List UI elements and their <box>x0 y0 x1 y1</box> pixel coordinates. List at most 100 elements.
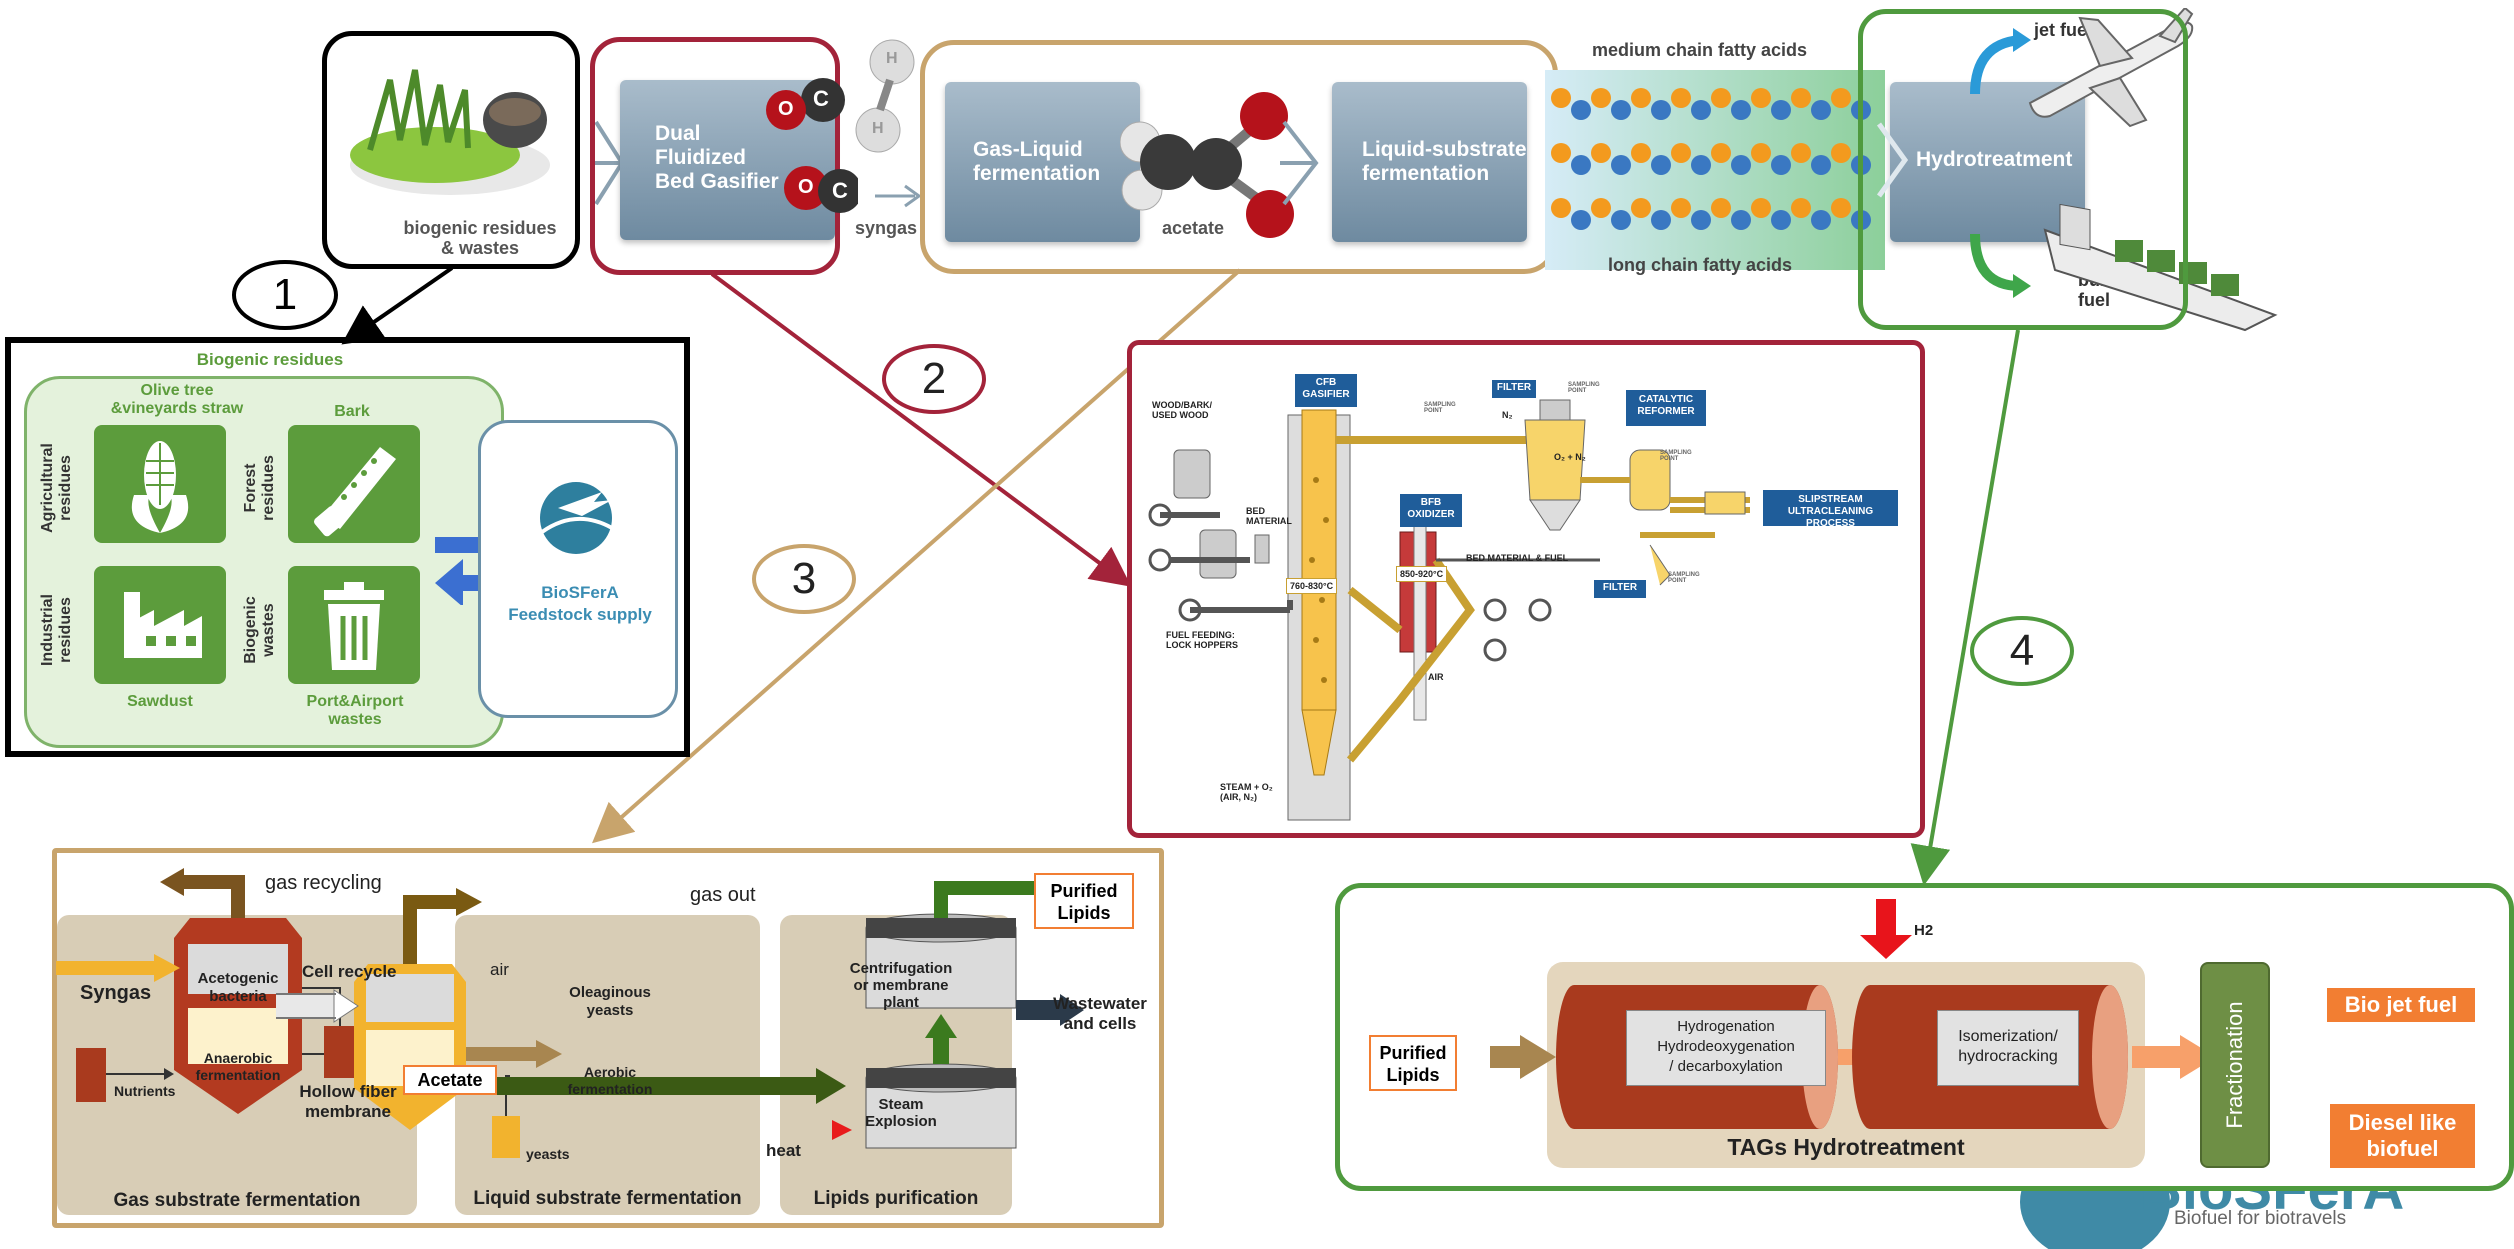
callout-4-text: 4 <box>2009 626 2035 675</box>
gasifier-label: Dual Fluidized Bed Gasifier <box>655 122 779 193</box>
tagline: Biofuel for biotravels <box>2174 1208 2347 1229</box>
sampling-1-label: SAMPLING POINT <box>1424 402 1456 414</box>
sampling-2-label: SAMPLING POINT <box>1568 382 1600 394</box>
hydro-frame <box>1858 9 2188 330</box>
gasifier-schematic <box>1148 399 1750 821</box>
gas-out-label: gas out <box>690 884 756 906</box>
chevron-arrow-2-icon <box>1280 120 1319 206</box>
feedstock-label: biogenic residues & wastes <box>403 218 557 258</box>
atom-o-2: O <box>798 176 814 198</box>
saw-icon <box>314 447 396 537</box>
liquid-substrate-block <box>455 915 760 1215</box>
n2-label: N₂ <box>1502 410 1513 420</box>
syngas-arrow-icon <box>875 184 922 208</box>
olive-label: Olive tree &vineyards straw <box>110 382 244 417</box>
purified-lipids-box-2: Purified Lipids <box>1369 1035 1457 1091</box>
centrifugation-label: Centrifugation or membrane plant <box>849 960 953 1011</box>
air-label: AIR <box>1428 672 1444 682</box>
trash-icon <box>324 582 384 670</box>
sawdust-label: Sawdust <box>127 693 193 710</box>
biosfera-label: BioSFerA Feedstock supply <box>508 583 652 624</box>
liquidsubstrate-panel: Liquid-substrate fermentation <box>1332 82 1527 242</box>
acetate-label: acetate <box>1162 218 1225 238</box>
fermentation-frame <box>920 40 1558 274</box>
bio-jet-fuel-tag: Bio jet fuel <box>2327 988 2475 1022</box>
hollow-fiber-label: Hollow fiber membrane <box>299 1082 397 1121</box>
agricultural-tile <box>94 425 226 543</box>
atom-h-2: H <box>872 120 884 137</box>
gasifier-panel: Dual Fluidized Bed Gasifier <box>620 80 835 240</box>
tags-label: TAGs Hydrotreatment <box>1727 1134 1965 1160</box>
anaerobic-label: Anaerobic fermentation <box>195 1050 281 1083</box>
wastewater-label: Wastewater and cells <box>1053 994 1147 1033</box>
callout-3-text: 3 <box>791 554 817 603</box>
panel1-frame <box>5 337 690 757</box>
lipids-purification-label: Lipids purification <box>813 1188 979 1209</box>
bed-material-fuel-label: BED MATERIAL & FUEL <box>1466 553 1569 563</box>
biogenic-label: Biogenic wastes <box>242 596 277 664</box>
acetate-box: Acetate <box>403 1065 497 1095</box>
yeasts-label: yeasts <box>526 1146 570 1162</box>
liquidsubstrate-label: Liquid-substrate fermentation <box>1362 138 1527 185</box>
co-molecule-icon <box>766 78 858 213</box>
jet-fuel-label: jet fuel <box>2034 20 2093 40</box>
cell-recycle-label: Cell recycle <box>302 962 397 981</box>
acetate-text: Acetate <box>417 1070 483 1090</box>
panel1-title: Biogenic residues <box>196 350 344 369</box>
agricultural-label: Agricultural residues <box>39 443 74 533</box>
industrial-label: Industrial residues <box>39 594 74 667</box>
atom-c-2: C <box>832 178 848 203</box>
feedstock-image <box>340 60 560 210</box>
h2-label: H2 <box>1914 922 1934 939</box>
gas-recycling-label: gas recycling <box>265 872 382 894</box>
bfb-oxidizer-tag: BFB OXIDIZER <box>1400 494 1462 527</box>
acetogenic-label: Acetogenic bacteria <box>197 970 279 1005</box>
air-input-label: air <box>490 960 509 979</box>
feedstock-frame <box>322 31 580 269</box>
temp1-label: 760-830°C <box>1286 578 1338 594</box>
chevron-arrow-3-icon <box>1876 122 1909 198</box>
isomerization-text: Isomerization/ hydrocracking <box>1958 1028 2058 1065</box>
biosfera-globe-icon <box>540 482 613 554</box>
syngas-input-label: Syngas <box>80 982 152 1004</box>
forest-label: Forest residues <box>242 455 277 521</box>
hydrogenation-text: Hydrogenation Hydrodeoxygenation / decar… <box>1657 1018 1795 1075</box>
syngas-label: syngas <box>855 218 918 238</box>
sampling-3-label: SAMPLING POINT <box>1660 450 1692 462</box>
connector-2 <box>710 272 1132 587</box>
heat-label: heat <box>766 1141 801 1160</box>
atom-h-1: H <box>886 50 898 67</box>
corn-icon <box>131 441 189 533</box>
bark-label: Bark <box>334 403 370 420</box>
fermentation-process-diagram <box>56 868 1084 1158</box>
diesel-tag: Diesel like biofuel <box>2330 1104 2475 1168</box>
gasliquid-label: Gas-Liquid fermentation <box>973 138 1101 185</box>
filter-top-tag: FILTER <box>1492 380 1536 398</box>
connector-1 <box>341 266 454 345</box>
fractionation-label: Fractionation <box>2222 1001 2247 1129</box>
mcfa-label: medium chain fatty acids <box>1592 40 1808 60</box>
o2n2-label: O₂ + N₂ <box>1554 452 1586 462</box>
ship-icon <box>2043 203 2278 332</box>
isomerization-box: Isomerization/ hydrocracking <box>1937 1010 2079 1086</box>
port-label: Port&Airport wastes <box>306 693 404 728</box>
forest-tile <box>288 425 420 543</box>
hydro-label: Hydrotreatment <box>1916 148 2073 171</box>
callout-3: 3 <box>752 544 856 614</box>
bed-material-label: BED MATERIAL <box>1246 506 1292 526</box>
airplane-icon <box>2028 8 2194 128</box>
aerobic-label: Aerobic fermentation <box>567 1064 653 1097</box>
catalytic-tag: CATALYTIC REFORMER <box>1626 390 1706 426</box>
panel3-frame <box>52 848 1164 1228</box>
purified-lipids-text-1: Purified Lipids <box>1050 881 1118 923</box>
oleaginous-label: Oleaginous yeasts <box>569 984 651 1019</box>
fatty-acids-image <box>1545 70 1885 270</box>
callout-1-text: 1 <box>272 270 298 319</box>
atom-o-1: O <box>778 98 794 120</box>
fuel-split-arrows <box>1970 28 2031 298</box>
purified-lipids-box-1: Purified Lipids <box>1034 873 1134 929</box>
hydrogenation-box: Hydrogenation Hydrodeoxygenation / decar… <box>1626 1010 1826 1086</box>
factory-icon <box>124 592 202 658</box>
connector-4 <box>1910 329 2020 886</box>
